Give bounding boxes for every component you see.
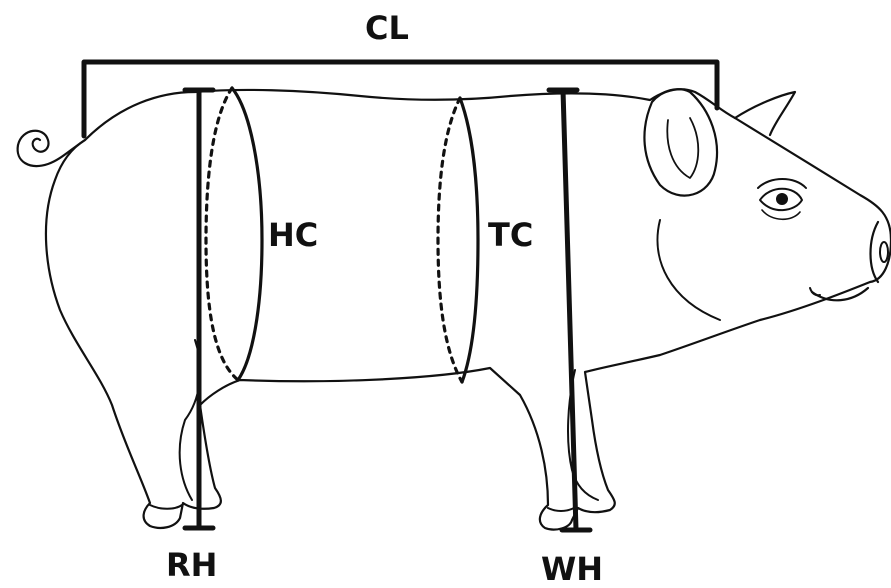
tail [18, 131, 85, 166]
front-leg-hoof-line [548, 508, 574, 511]
ear [644, 89, 717, 195]
rump-height-label: RH [166, 549, 217, 581]
eye-pupil [776, 193, 788, 205]
tail-circumference-label: TC [488, 219, 533, 251]
eye-lower-lid [762, 210, 800, 219]
mouth-corner [810, 288, 820, 295]
tc-band-solid [460, 98, 478, 382]
back-leg-hoof-line [150, 505, 182, 509]
tc-band-dotted [438, 98, 462, 382]
eyebrow [758, 179, 806, 188]
carcass-length-label: CL [365, 12, 409, 44]
ear-inner [667, 118, 698, 178]
pig-body-outline [46, 89, 891, 529]
nostril [880, 242, 888, 262]
withers-height-label: WH [541, 553, 603, 585]
snout [871, 222, 879, 282]
heart-circumference-label: HC [268, 219, 318, 251]
hc-band-solid [232, 88, 262, 380]
jowl-line [658, 220, 721, 320]
hc-band-dotted [206, 88, 238, 380]
far-ear [735, 92, 795, 135]
wh-measure-line [563, 90, 576, 530]
